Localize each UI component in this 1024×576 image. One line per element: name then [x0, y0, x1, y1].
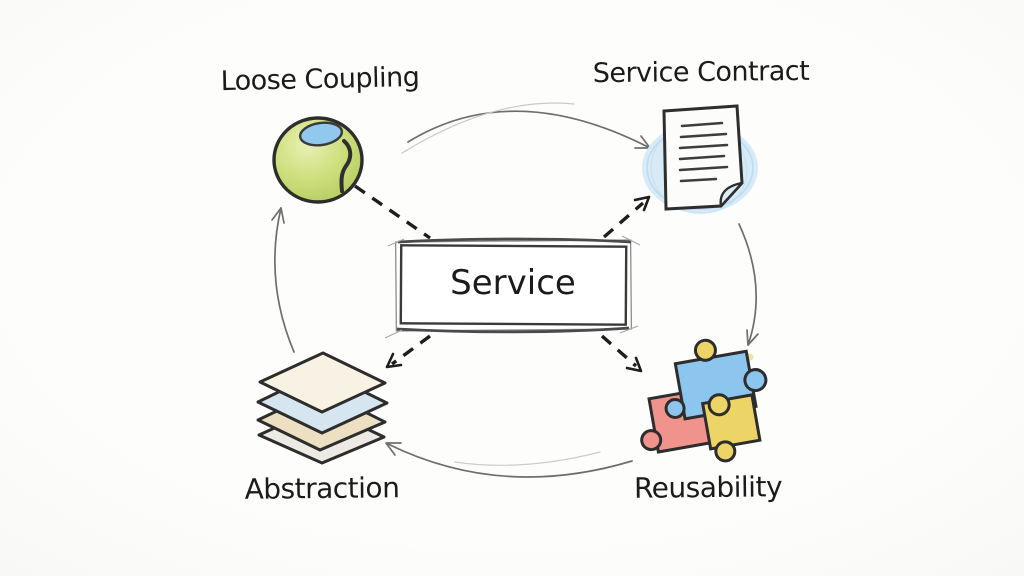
- service-box: [384, 235, 641, 339]
- document-icon: [642, 104, 758, 214]
- dashed-arrow-reusability: [600, 334, 643, 373]
- cycle-arrow-top: [401, 102, 651, 154]
- puzzle-piece-yellow: [693, 338, 762, 463]
- node-label-abstraction: Abstraction: [244, 471, 400, 506]
- puzzle-icon: [640, 338, 768, 463]
- node-label-reusability: Reusability: [633, 470, 783, 505]
- node-label-loose-coupling: Loose Coupling: [220, 61, 420, 98]
- layers-icon: [256, 351, 389, 465]
- cycle-arrow-right: [738, 223, 759, 346]
- center-label-service: Service: [450, 263, 576, 303]
- dashed-arrow-service-contract: [602, 195, 651, 239]
- dashed-arrow-abstraction: [385, 334, 432, 369]
- sphere-icon: [272, 116, 364, 204]
- dashed-connector-loose-coupling: [354, 184, 431, 240]
- cycle-arrow-bottom: [385, 442, 633, 478]
- node-label-service-contract: Service Contract: [592, 55, 810, 90]
- cycle-arrow-left: [271, 207, 295, 353]
